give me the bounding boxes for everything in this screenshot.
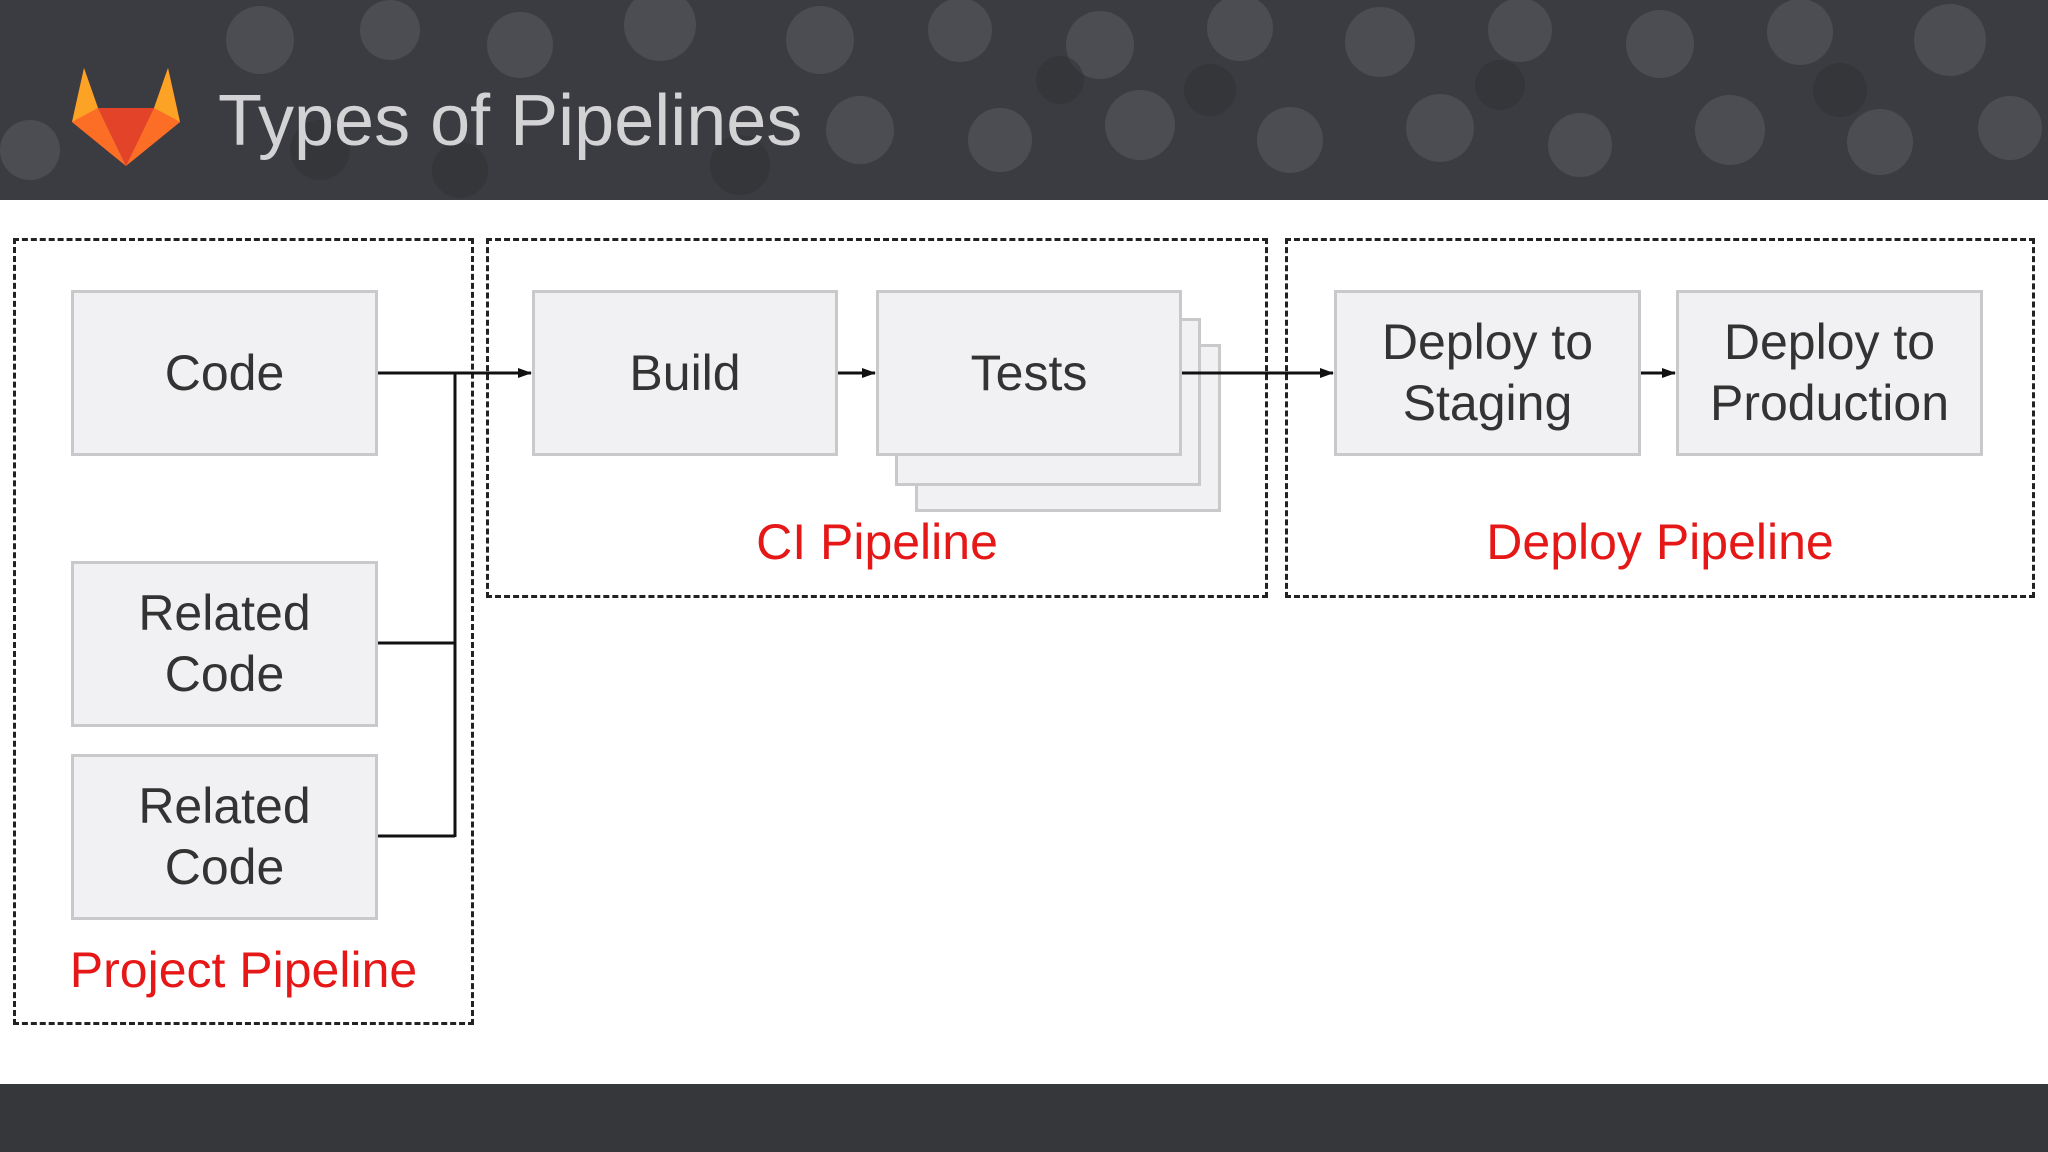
deploy-pipeline-group <box>1285 238 2035 598</box>
related-code-box-2-label: Related Code <box>138 778 311 895</box>
gitlab-fox-icon <box>72 68 180 166</box>
project-pipeline-group <box>13 238 474 1025</box>
build-box-label: Build <box>629 344 741 401</box>
code-box: Code <box>71 290 378 456</box>
tests-box: Tests <box>876 290 1182 456</box>
tests-box-label: Tests <box>970 344 1088 401</box>
code-box-label: Code <box>164 344 285 401</box>
footer-bar <box>0 1084 2048 1152</box>
deploy-production-box-label: Deploy to Production <box>1709 314 1950 431</box>
related-code-box-2: Related Code <box>71 754 378 920</box>
build-box: Build <box>532 290 838 456</box>
page-title: Types of Pipelines <box>218 81 803 161</box>
ci-pipeline-group <box>486 238 1268 598</box>
related-code-box-1-label: Related Code <box>138 585 311 702</box>
deploy-production-box: Deploy to Production <box>1676 290 1983 456</box>
header-banner: Types of Pipelines <box>0 0 2048 200</box>
deploy-staging-box-label: Deploy to Staging <box>1381 314 1594 431</box>
deploy-pipeline-label: Deploy Pipeline <box>1486 514 1834 570</box>
header-photo-collage <box>0 0 2048 200</box>
ci-pipeline-label: CI Pipeline <box>756 514 998 570</box>
deploy-staging-box: Deploy to Staging <box>1334 290 1641 456</box>
related-code-box-1: Related Code <box>71 561 378 727</box>
project-pipeline-label: Project Pipeline <box>69 942 418 998</box>
